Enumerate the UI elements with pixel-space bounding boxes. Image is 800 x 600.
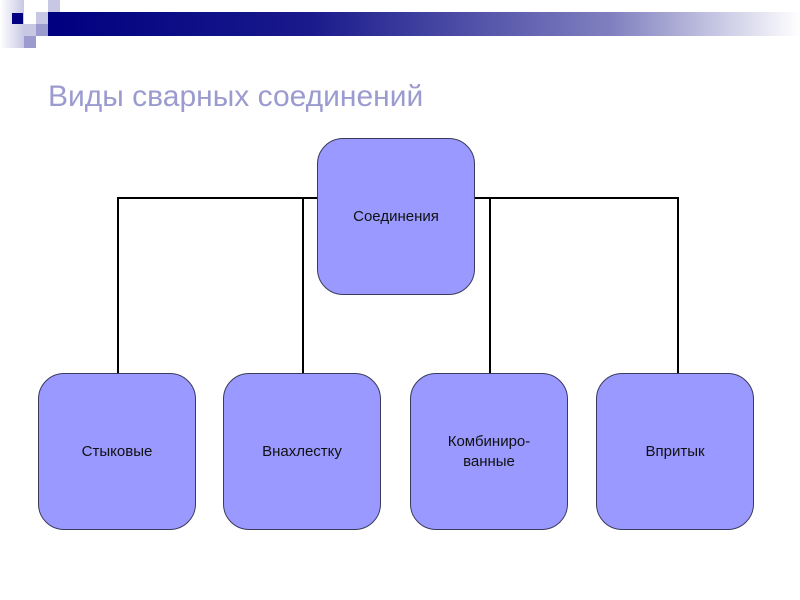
child-node: Стыковые (38, 373, 196, 530)
decor-square (36, 12, 48, 24)
node-label: Соединения (353, 208, 439, 225)
child-node: Внахлестку (223, 373, 381, 530)
connector-vertical (302, 197, 304, 374)
decor-square (24, 36, 36, 48)
decor-square (48, 0, 60, 12)
node-label: Впритык (645, 443, 705, 460)
child-node: Комбиниро- ванные (410, 373, 568, 530)
header-gradient-bar (48, 12, 800, 36)
root-node: Соединения (317, 138, 475, 295)
connector-vertical (117, 197, 119, 374)
node-label: Стыковые (81, 443, 153, 460)
decor-square (24, 24, 36, 36)
slide-title: Виды сварных соединений (48, 80, 424, 113)
child-node: Впритык (596, 373, 754, 530)
connector-vertical (489, 197, 491, 374)
decor-square (36, 24, 48, 36)
decor-square (12, 13, 23, 24)
decor-square (0, 0, 24, 48)
connector-vertical (677, 197, 679, 374)
node-label: Внахлестку (262, 443, 342, 460)
node-label: Комбиниро- ванные (447, 432, 531, 470)
